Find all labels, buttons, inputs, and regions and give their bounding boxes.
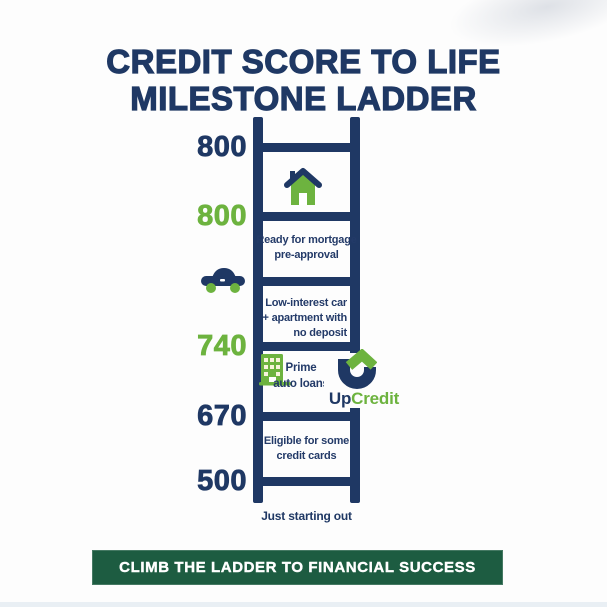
milestone-just-starting: Just starting out	[261, 509, 352, 523]
ladder-rung-1	[253, 143, 360, 152]
milestone-car-apartment: Low-interest car + apartment with no dep…	[262, 297, 347, 339]
upcredit-logo: UpCredit	[324, 348, 408, 409]
bottom-edge-strip	[0, 602, 607, 607]
house-icon	[284, 165, 322, 214]
footer-banner-text: CLIMB THE LADDER TO FINANCIAL SUCCESS	[119, 559, 476, 576]
ladder-rail-left	[253, 117, 263, 503]
ladder-rung-4	[253, 342, 360, 351]
upcredit-wordmark: UpCredit	[324, 389, 404, 409]
footer-banner: CLIMB THE LADDER TO FINANCIAL SUCCESS	[92, 550, 503, 585]
page-title: CREDIT SCORE TO LIFE MILESTONE LADDER	[106, 43, 501, 118]
milestone-mortgage: Ready for mortgage pre-approval	[256, 234, 357, 261]
score-label-670: 670	[197, 400, 247, 432]
logo-text-credit: Credit	[351, 389, 400, 408]
logo-text-up: Up	[328, 389, 352, 408]
building-icon	[259, 352, 291, 391]
score-label-800-green: 800	[197, 200, 247, 232]
milestone-prime-auto: Prime auto loans	[273, 362, 329, 390]
score-label-500: 500	[197, 465, 247, 497]
ladder-rung-3	[253, 277, 360, 286]
upcredit-u-arrow-icon	[337, 348, 378, 396]
ladder-rail-right	[350, 117, 360, 503]
score-label-740: 740	[197, 330, 247, 362]
ladder-rung-6	[253, 477, 360, 486]
score-label-800-top: 800	[197, 131, 247, 163]
milestone-credit-cards: Eligible for some credit cards	[263, 435, 350, 462]
car-icon	[199, 264, 247, 301]
ladder-rung-5	[253, 412, 360, 421]
ladder-rung-2	[253, 212, 360, 221]
